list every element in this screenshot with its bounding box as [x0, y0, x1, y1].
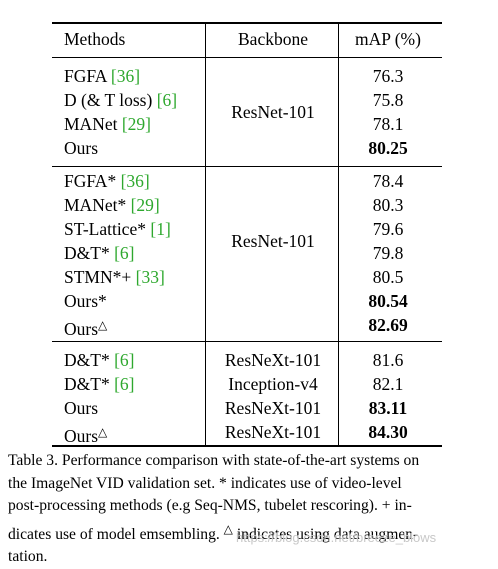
group2-rule	[52, 341, 442, 342]
table-row-method: Ours△	[64, 318, 108, 339]
table-row-map: 80.5	[372, 267, 404, 287]
table-row-map: 80.3	[372, 195, 404, 215]
header-backbone: Backbone	[238, 29, 308, 49]
header-map: mAP (%)	[355, 29, 421, 49]
table-row-method: D&T* [6]	[64, 243, 135, 263]
header-rule	[52, 57, 442, 58]
table-row-backbone: ResNeXt-101	[224, 350, 322, 370]
top-rule	[52, 22, 442, 24]
table-row-method: FGFA [36]	[64, 66, 141, 86]
triangle-icon: △	[223, 521, 233, 536]
table-row-method: STMN*+ [33]	[64, 267, 165, 287]
table-row-map: 82.69	[368, 315, 408, 335]
table-row-map: 76.3	[372, 66, 404, 86]
table-row-map: 83.11	[368, 398, 408, 418]
table-row-backbone: ResNeXt-101	[224, 422, 322, 442]
bottom-rule	[52, 445, 442, 447]
triangle-icon: △	[98, 425, 108, 439]
table-row-method: Ours	[64, 138, 99, 158]
group2-backbone: ResNet-101	[231, 231, 315, 251]
table-row-map: 79.6	[372, 219, 404, 239]
table-row-method: FGFA* [36]	[64, 171, 150, 191]
table-row-method: Ours	[64, 398, 99, 418]
column-divider-2	[338, 22, 339, 446]
table-row-method: MANet [29]	[64, 114, 151, 134]
table-row-map: 84.30	[368, 422, 408, 442]
table-row-map: 78.1	[372, 114, 404, 134]
table-row-method: Ours*	[64, 291, 107, 311]
table-row-backbone: ResNeXt-101	[224, 398, 322, 418]
group1-backbone: ResNet-101	[231, 102, 315, 122]
table-row-backbone: Inception-v4	[228, 374, 318, 394]
table-row-map: 80.25	[368, 138, 408, 158]
table-row-map: 78.4	[372, 171, 404, 191]
header-methods: Methods	[64, 29, 126, 49]
table-row-method: D (& T loss) [6]	[64, 90, 178, 110]
group1-rule	[52, 166, 442, 167]
table-row-map: 79.8	[372, 243, 404, 263]
table-row-method: MANet* [29]	[64, 195, 160, 215]
table-row-map: 80.54	[368, 291, 408, 311]
watermark: https://blog.csdn.net/breeze_blows	[236, 530, 437, 545]
table-row-method: ST-Lattice* [1]	[64, 219, 171, 239]
table-row-method: Ours△	[64, 425, 108, 446]
table-row-map: 75.8	[372, 90, 404, 110]
table-row-map: 82.1	[372, 374, 404, 394]
triangle-icon: △	[98, 318, 108, 332]
table-row-map: 81.6	[372, 350, 404, 370]
table-row-method: D&T* [6]	[64, 350, 135, 370]
table-row-method: D&T* [6]	[64, 374, 135, 394]
table-caption: Table 3. Performance comparison with sta…	[8, 452, 420, 565]
column-divider-1	[205, 22, 206, 446]
